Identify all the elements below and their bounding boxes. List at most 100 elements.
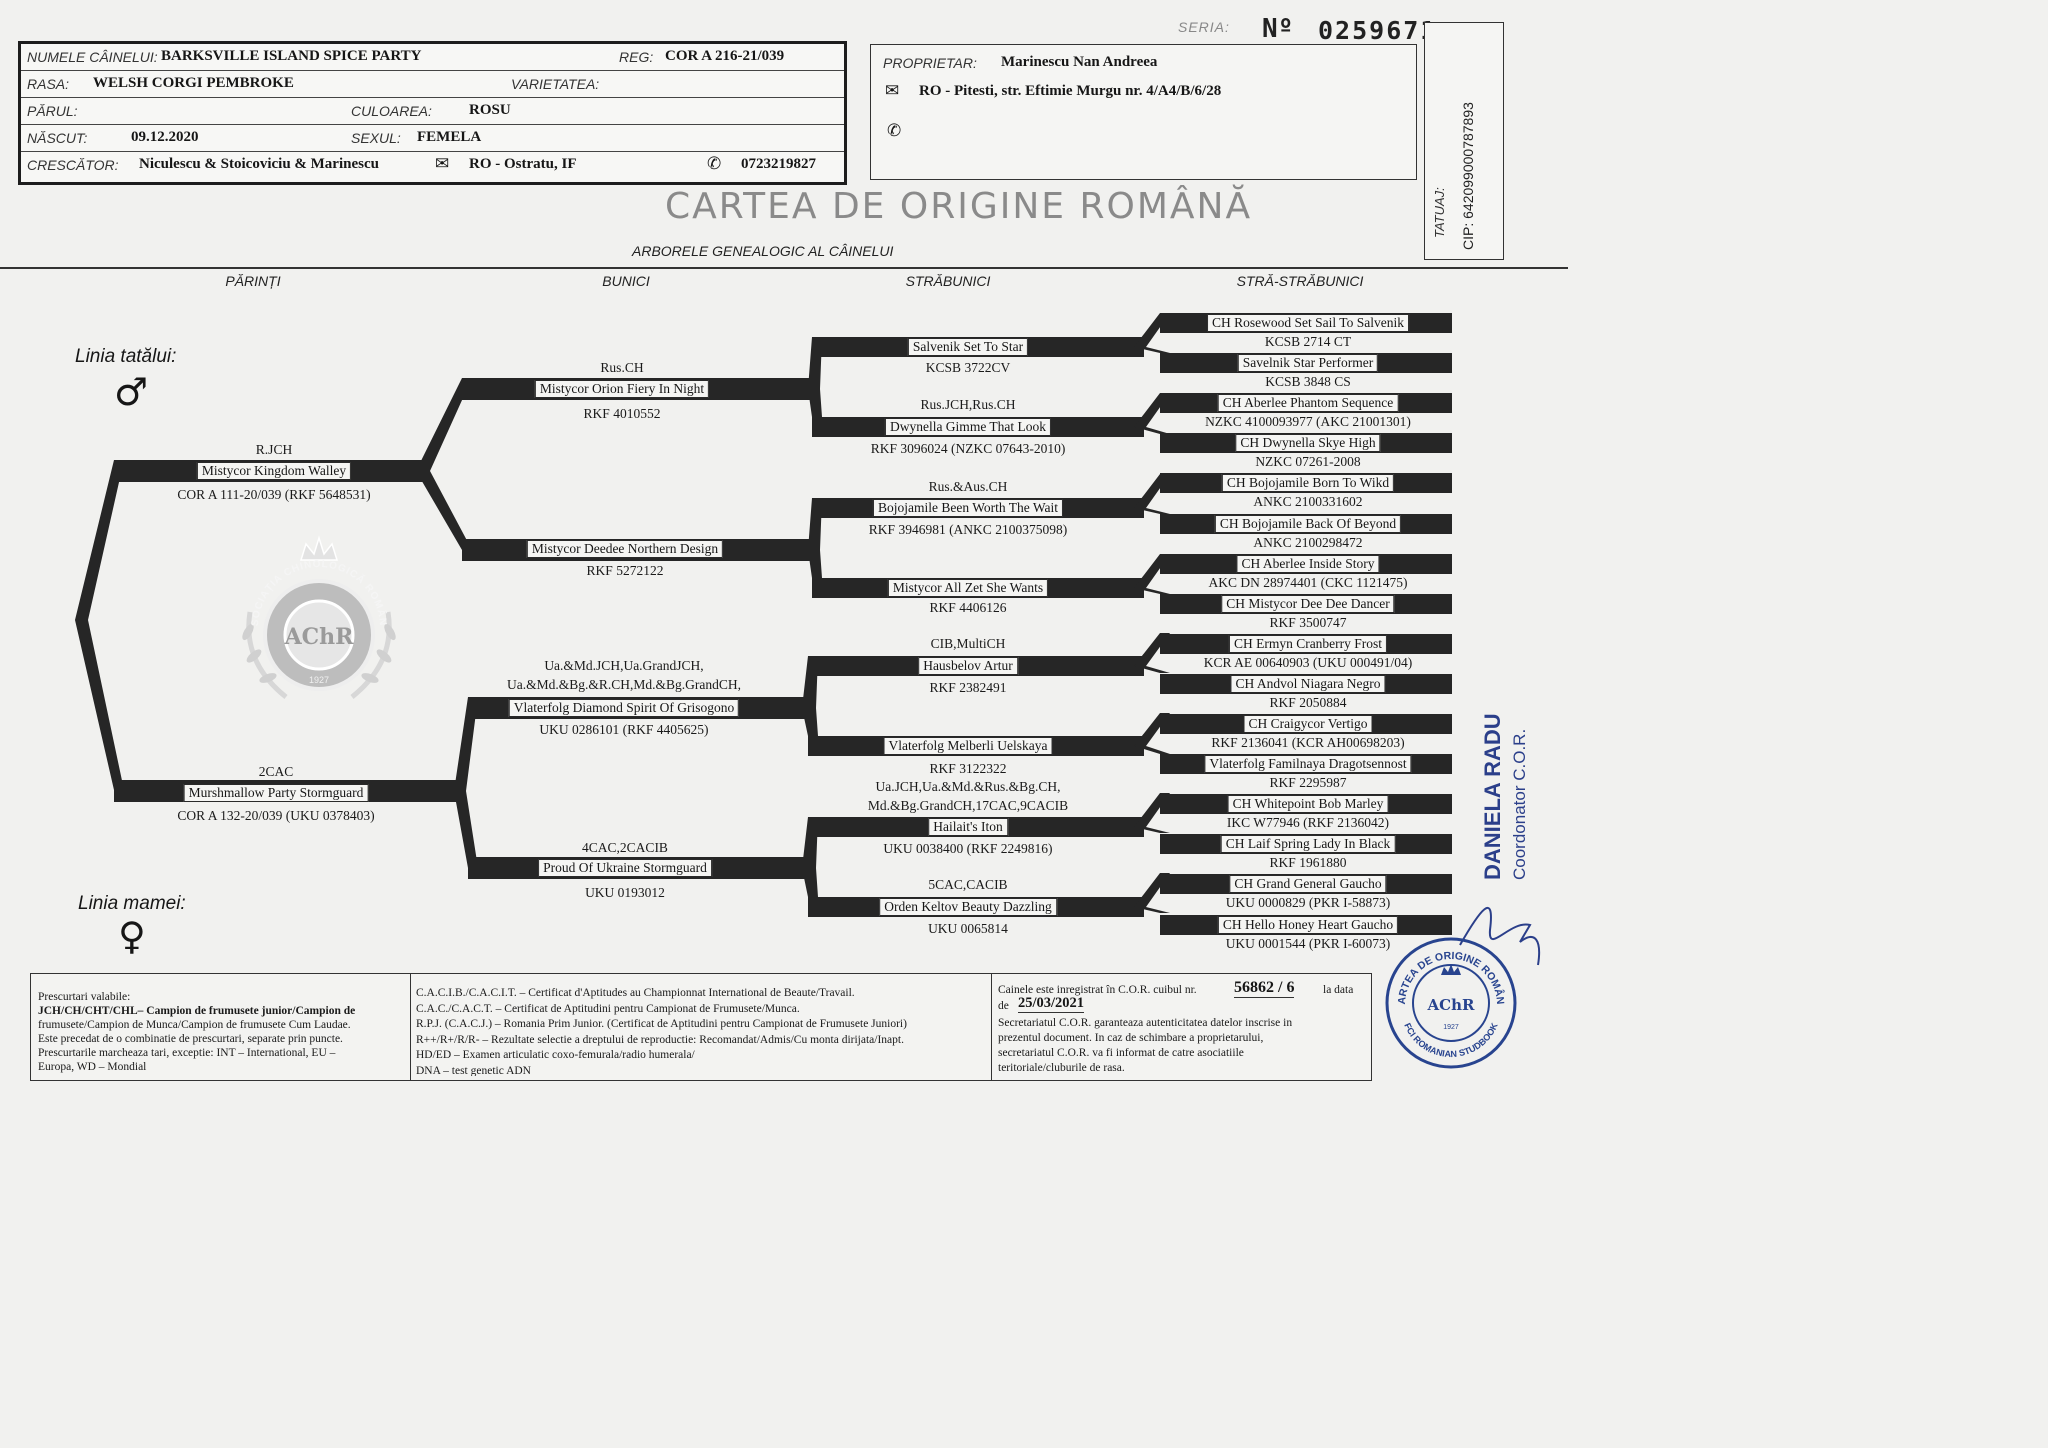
reg-label: REG: [619,49,654,65]
gp1-reg: RKF 4010552 [583,406,661,421]
abbrev-left: Prescurtari valabile: JCH/CH/CHT/CHL– Ca… [38,990,406,1076]
ggp4-name: Mistycor All Zet She Wants [887,579,1049,597]
abbrev-left-line: JCH/CH/CHT/CHL– Campion de frumusete jun… [38,1005,356,1017]
root-bracket [75,460,124,790]
ggp8-title: 5CAC,CACIB [928,877,1008,892]
document-subtitle: ARBORELE GENEALOGIC AL CÂINELUI [632,243,894,259]
owner-label: PROPRIETAR: [883,55,977,71]
breed-label: RASA: [27,76,70,92]
dog-name: BARKSVILLE ISLAND SPICE PARTY [161,48,422,64]
footer-box [30,973,1372,1081]
name-label: NUMELE CÂINELUI: [27,49,158,65]
sire-name: Mistycor Kingdom Walley [196,462,352,480]
registration-text: teritoriale/cluburile de rasa. [998,1062,1125,1074]
sex-label: SEXUL: [351,130,401,146]
ggg-reg: UKU 0000829 (PKR I-58873) [1225,895,1391,910]
gp3-title-1: Ua.&Md.JCH,Ua.GrandJCH, [544,658,704,673]
gp1-name: Mistycor Orion Fiery In Night [534,380,710,398]
ggp3-name: Bojojamile Been Worth The Wait [872,499,1064,517]
serial-label: SERIA: [1178,19,1230,35]
abbrev-mid: C.A.C.I.B./C.A.C.I.T. – Certificat d'Apt… [416,986,988,1076]
divider [0,267,1568,269]
gp3-reg: UKU 0286101 (RKF 4405625) [539,722,709,737]
abbrev-mid-line: C.A.C./C.A.C.T. – Certificat de Aptitudi… [416,1002,800,1015]
ggg-reg: UKU 0001544 (PKR I-60073) [1225,936,1391,951]
ggp6-name: Vlaterfolg Melberli Uelskaya [883,737,1053,755]
coat-label: PĂRUL: [27,103,78,119]
column-grandparents: BUNICI [602,273,650,289]
ggg-name: Savelnik Star Performer [1237,354,1379,372]
registration-number: 56862 / 6 [1234,980,1295,998]
abbrev-left-line: Prescurtarile marcheaza tari, exceptie: … [38,1047,336,1059]
ggp2-name: Dwynella Gimme That Look [884,418,1052,436]
ggp1-name: Salvenik Set To Star [907,338,1029,356]
ggp3-reg: RKF 3946981 (ANKC 2100375098) [868,522,1068,537]
gp1-title: Rus.CH [600,360,644,375]
gp2-reg: RKF 5272122 [586,563,664,578]
registration-date: 25/03/2021 [1018,995,1085,1013]
ggp2-title: Rus.JCH,Rus.CH [920,397,1016,412]
abbrev-left-line: Europa, WD – Mondial [38,1061,147,1073]
ggg-reg: ANKC 2100331602 [1253,494,1363,509]
ggp7-title-2: Md.&Bg.GrandCH,17CAC,9CACIB [867,798,1069,813]
envelope-icon: ✉ [435,154,450,173]
ggg-name: CH Bojojamile Born To Wikd [1221,474,1395,492]
ggp5-title: CIB,MultiCH [930,636,1006,651]
phone-icon: ✆ [707,154,722,173]
dam-title: 2CAC [258,764,294,779]
envelope-icon: ✉ [885,81,900,100]
ggg-reg: NZKC 07261-2008 [1255,454,1361,469]
variety-label: VARIETATEA: [511,76,600,92]
gp3-name: Vlaterfolg Diamond Spirit Of Grisogono [508,699,740,717]
dam-reg: COR A 132-20/039 (UKU 0378403) [177,808,375,823]
registration-de: de [998,1000,1009,1012]
abbrev-left-line: frumusete/Campion de Munca/Campion de fr… [38,1019,351,1031]
ggp3-title: Rus.&Aus.CH [928,479,1008,494]
stamp-monogram: AChR [1427,996,1475,1014]
ggp7-reg: UKU 0038400 (RKF 2249816) [883,841,1053,856]
owner-address: RO - Pitesti, str. Eftimie Murgu nr. 4/A… [919,83,1222,99]
dam-name: Murshmallow Party Stormguard [183,784,369,802]
breeder: Niculescu & Stoicoviciu & Marinescu [139,156,379,172]
ggg-reg: KCSB 3848 CS [1265,374,1351,389]
serial-no-mark: Nº [1262,14,1294,44]
phone-icon: ✆ [887,121,902,140]
ggg-name: CH Whitepoint Bob Marley [1227,795,1389,813]
color-label: CULOAREA: [351,103,432,119]
ggg-name: CH Grand General Gaucho [1229,875,1387,893]
registration-text: Secretariatul C.O.R. garanteaza autentic… [998,1017,1293,1029]
breeder-phone: 0723219827 [741,156,816,172]
ggp7-name: Hailait's Iton [928,818,1008,836]
ggg-reg: IKC W77946 (RKF 2136042) [1226,815,1390,830]
sex: FEMELA [417,129,482,145]
ggg-name: CH Dwynella Skye High [1235,434,1381,452]
gp4-title: 4CAC,2CACIB [582,840,668,855]
tatuaj-box [1424,22,1504,260]
registration-la-data: la data [1323,984,1354,996]
ggg-reg: RKF 2050884 [1269,695,1347,710]
ggp4-reg: RKF 4406126 [929,600,1007,615]
gen2-sire-bracket [416,378,472,550]
studbook-stamp: CARTEA DE ORIGINE ROMÂNĂ FCI ROMANIAN ST… [1383,935,1517,1069]
seal-monogram: AChR [284,624,355,650]
gp2-name: Mistycor Deedee Northern Design [526,540,724,558]
ggg-name: Vlaterfolg Familnaya Dragotsennost [1204,755,1412,773]
ggg-name: CH Ermyn Cranberry Frost [1228,635,1388,653]
abbrev-mid-line: HD/ED – Examen articulatic coxo-femurala… [416,1049,695,1061]
registration-text: prezentul document. In caz de schimbare … [998,1032,1264,1044]
signature-role: Coordonator C.O.R. [1510,728,1529,880]
ggp8-reg: UKU 0065814 [928,921,1008,936]
owner-box: PROPRIETAR: Marinescu Nan Andreea ✉ RO -… [870,44,1417,180]
abbrev-left-line: Prescurtari valabile: [38,991,131,1003]
gp4-name: Proud Of Ukraine Stormguard [538,859,712,877]
abbrev-left-line: Este precedat de o combinatie de prescur… [38,1033,343,1045]
gen2-dam-bracket [454,697,478,868]
ggg-reg: RKF 1961880 [1269,855,1347,870]
ggp5-name: Hausbelov Artur [918,657,1018,675]
column-great-great-grandparents: STRĂ-STRĂBUNICI [1236,273,1364,289]
registration-block: Cainele este inregistrat în C.O.R. cuibu… [998,980,1362,1076]
gp4-reg: UKU 0193012 [585,885,665,900]
female-symbol: ♀ [118,914,146,958]
ggg-reg: KCSB 2714 CT [1264,334,1352,349]
gp3-title-2: Ua.&Md.&Bg.&R.CH,Md.&Bg.GrandCH, [506,677,742,692]
